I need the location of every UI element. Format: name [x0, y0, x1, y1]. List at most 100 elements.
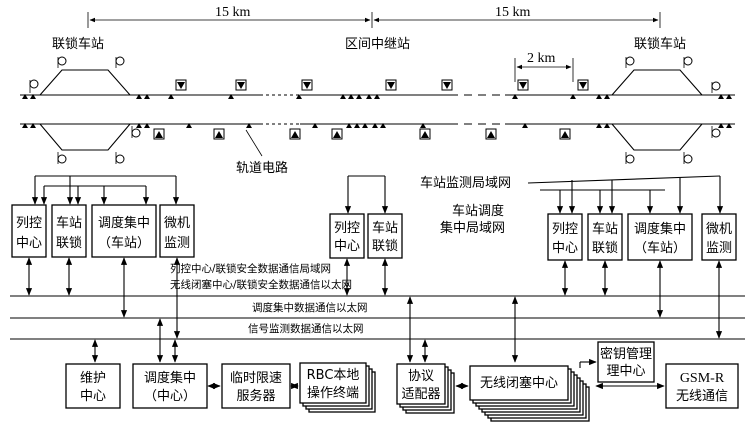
mid-interlocking-box: 车站 联锁 [367, 213, 403, 259]
ctc-center-box: 调度集中 （中心） [132, 363, 208, 409]
signal-icon [57, 152, 67, 164]
svg-text:服务器: 服务器 [236, 388, 275, 404]
right-tcc-box: 列控 中心 [547, 213, 583, 261]
block-signal-icon [213, 128, 225, 140]
svg-text:联锁: 联锁 [592, 240, 618, 256]
bus-connections [25, 257, 723, 363]
block-signal-icon [153, 128, 165, 140]
svg-text:密钥管理: 密钥管理 [600, 346, 652, 362]
svg-text:联锁: 联锁 [56, 235, 82, 251]
svg-text:联锁: 联锁 [372, 238, 398, 254]
block-signal-icon [385, 79, 397, 91]
svg-text:无线闭塞中心: 无线闭塞中心 [480, 375, 558, 391]
svg-text:理中心: 理中心 [606, 364, 645, 379]
svg-text:列控: 列控 [552, 222, 578, 237]
block-signal-icon [331, 128, 343, 140]
svg-text:无线通信: 无线通信 [676, 389, 728, 404]
svg-text:车站: 车站 [592, 221, 618, 237]
net2-label: 无线闭塞中心/联锁安全数据通信以太网 [170, 278, 352, 291]
svg-text:RBC本地: RBC本地 [307, 368, 360, 383]
middle-station-label: 区间中继站 [345, 37, 410, 52]
signal-icon [625, 152, 635, 164]
block-signal-icon [175, 79, 187, 91]
block-signal-icon [485, 128, 497, 140]
right-span-label: 15 km [495, 5, 531, 20]
block-signal-icon [441, 79, 453, 91]
signal-icon [57, 56, 67, 68]
station-monitoring-lan-label: 车站监测局域网 [420, 175, 511, 191]
left-station-lans [31, 175, 180, 205]
right-station-lans [527, 175, 724, 214]
right-monitoring-box: 微机 监测 [701, 213, 737, 261]
svg-text:中心: 中心 [16, 236, 42, 251]
svg-text:监测: 监测 [164, 236, 190, 251]
svg-text:调度集中: 调度集中 [98, 215, 150, 231]
svg-text:（中心）: （中心） [144, 389, 196, 404]
mid-station-lan [344, 175, 389, 214]
rbc-terminal-box: RBC本地 操作终端 [299, 362, 376, 413]
signal-icon [29, 79, 39, 93]
signal-icon [115, 56, 125, 68]
svg-text:车站: 车站 [56, 215, 82, 231]
svg-text:临时限速: 临时限速 [230, 371, 282, 386]
right-ctc-station-box: 调度集中 （车站） [627, 213, 693, 261]
station-signals [29, 56, 721, 164]
block-signal-icon [559, 128, 571, 140]
protocol-adapter-box: 协议 适配器 [396, 363, 455, 414]
station-dispatch-lan-label-2: 集中局域网 [440, 220, 505, 236]
gsmr-box: GSM-R 无线通信 [665, 363, 739, 409]
left-monitoring-box: 微机 监测 [159, 204, 195, 258]
svg-text:中心: 中心 [552, 241, 578, 256]
net1-label: 列控中心/联锁安全数据通信局域网 [170, 262, 331, 275]
block-signal-icon [517, 79, 529, 91]
net4-label: 信号监测数据通信以太网 [248, 322, 364, 335]
svg-text:维护: 维护 [80, 371, 106, 386]
signal-icon [683, 56, 693, 68]
svg-text:操作终端: 操作终端 [307, 385, 359, 401]
right-interlocking-box: 车站 联锁 [587, 213, 623, 261]
left-station-label: 联锁车站 [52, 36, 104, 52]
rbc-box: 无线闭塞中心 [469, 365, 590, 422]
svg-text:调度集中: 调度集中 [634, 221, 686, 237]
block-signals-upper [175, 79, 589, 91]
left-span-label: 15 km [215, 5, 251, 20]
network-buses: 列控中心/联锁安全数据通信局域网 无线闭塞中心/联锁安全数据通信以太网 调度集中… [10, 262, 745, 340]
left-tcc-box: 列控 中心 [11, 204, 47, 258]
right-station-label: 联锁车站 [634, 36, 686, 52]
left-interlocking-box: 车站 联锁 [51, 204, 87, 258]
block-signals-lower [153, 128, 571, 140]
block-span-label: 2 km [527, 51, 556, 66]
svg-text:监测: 监测 [706, 241, 732, 256]
svg-text:车站: 车站 [372, 220, 398, 236]
svg-text:调度集中: 调度集中 [144, 370, 196, 386]
balise-markers [22, 94, 732, 128]
tsr-server-box: 临时限速 服务器 [221, 363, 291, 409]
signal-icon [625, 56, 635, 68]
block-signal-icon [289, 128, 301, 140]
net3-label: 调度集中数据通信以太网 [252, 301, 368, 314]
block-signal-icon [577, 79, 589, 91]
svg-text:GSM-R: GSM-R [680, 371, 725, 386]
signal-icon [115, 152, 125, 164]
svg-text:适配器: 适配器 [401, 387, 440, 402]
signal-icon [711, 126, 721, 138]
maintenance-center-box: 维护 中心 [65, 363, 121, 409]
svg-text:协议: 协议 [408, 369, 434, 384]
track-circuit-label: 轨道电路 [236, 160, 288, 176]
station-dispatch-lan-label-1: 车站调度 [452, 203, 504, 219]
block-signal-icon [301, 79, 313, 91]
bottom-connections [207, 358, 665, 390]
svg-text:（车站）: （车站） [98, 235, 150, 251]
svg-text:列控: 列控 [334, 221, 360, 236]
block-signal-icon [235, 79, 247, 91]
svg-text:中心: 中心 [334, 239, 360, 254]
signal-icon [711, 81, 721, 93]
svg-text:微机: 微机 [164, 216, 190, 231]
block-signal-icon [419, 128, 431, 140]
svg-text:（车站）: （车站） [634, 240, 686, 256]
svg-text:微机: 微机 [706, 222, 732, 237]
signal-icon [131, 126, 141, 138]
signal-icon [683, 152, 693, 164]
dimension-lines: 15 km 15 km 2 km [87, 5, 661, 82]
